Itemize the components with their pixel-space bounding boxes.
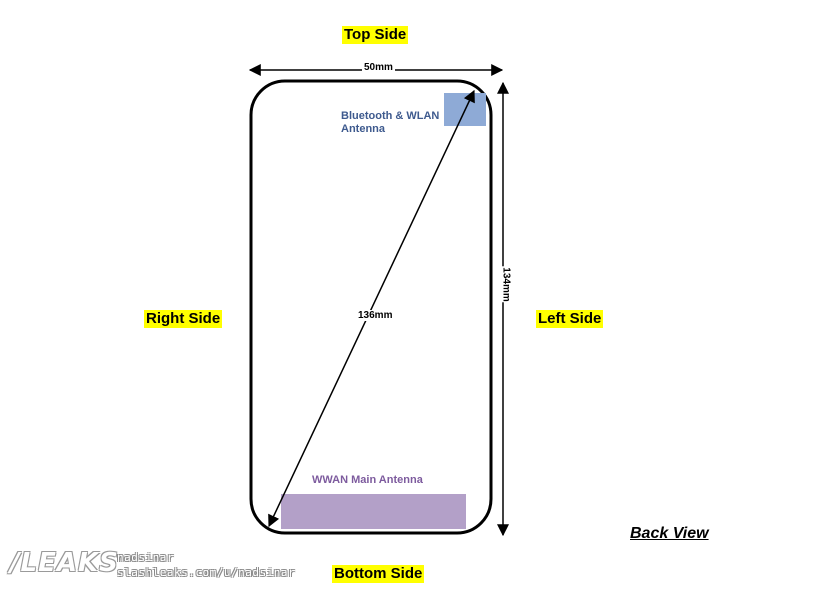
back-view-label: Back View xyxy=(630,525,709,542)
top-side-label: Top Side xyxy=(342,26,409,44)
width-dimension-label: 50mm xyxy=(362,62,395,73)
right-side-label: Right Side xyxy=(144,310,223,328)
left-side-label: Left Side xyxy=(536,310,604,328)
slashleaks-watermark-logo: /LEAKS xyxy=(10,548,119,578)
bottom-side-label: Bottom Side xyxy=(332,565,425,583)
bluetooth-wlan-antenna-label: Bluetooth & WLAN Antenna xyxy=(341,110,440,135)
height-dimension-label: 134mm xyxy=(499,266,513,303)
device-outline xyxy=(249,79,493,535)
watermark-url: slashleaks.com/u/nadsinar xyxy=(117,566,296,579)
wwan-main-antenna-label: WWAN Main Antenna xyxy=(312,474,423,486)
watermark-user: nadsinar xyxy=(117,551,174,564)
diagonal-dimension-label: 136mm xyxy=(357,310,394,321)
diagonal-dimension-arrow xyxy=(268,89,475,528)
wwan-main-antenna-area xyxy=(281,494,466,529)
